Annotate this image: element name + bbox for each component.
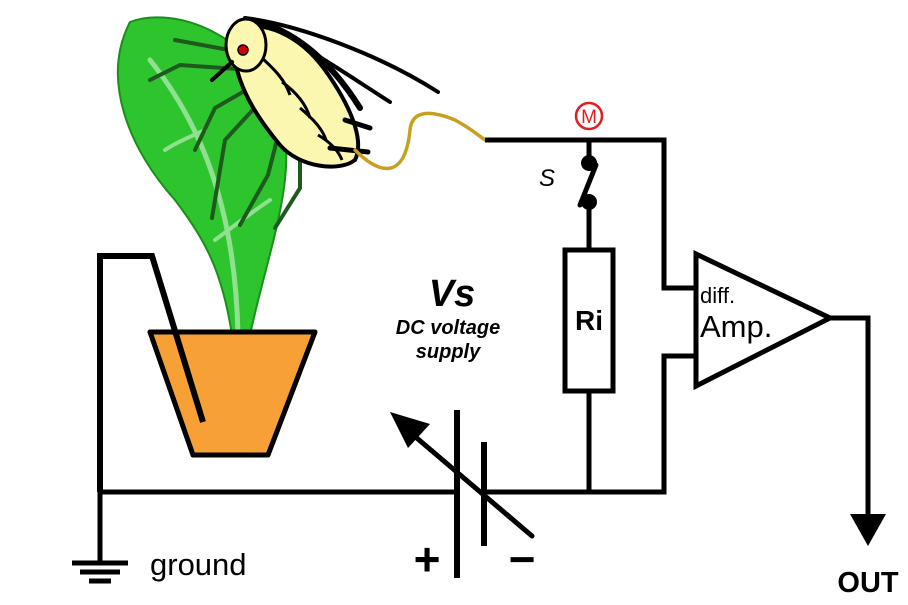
minus-sign: − bbox=[509, 533, 536, 585]
resistor-label: Ri bbox=[575, 305, 603, 336]
variable-arrow-icon bbox=[390, 412, 430, 448]
plus-sign: + bbox=[414, 533, 441, 585]
vs-desc-line1: DC voltage bbox=[396, 317, 500, 339]
switch-label: S bbox=[539, 165, 555, 192]
ground-electrode-wire bbox=[97, 253, 206, 492]
circuit-wires bbox=[97, 137, 871, 562]
dc-voltage-supply: Vs DC voltage supply + − bbox=[390, 273, 535, 585]
vs-desc-line2: supply bbox=[416, 341, 481, 363]
ground-label: ground bbox=[150, 547, 247, 582]
plant-leaf bbox=[116, 16, 288, 338]
amp-label-line1: diff. bbox=[700, 283, 735, 308]
flower-pot bbox=[147, 329, 318, 458]
vs-symbol: Vs bbox=[429, 273, 475, 315]
aphid-insect bbox=[148, 16, 440, 230]
electrode-marker: M bbox=[574, 101, 604, 131]
diff-amplifier: diff. Amp. bbox=[693, 250, 836, 391]
electrode-label: M bbox=[581, 107, 597, 128]
output-arrow: OUT bbox=[837, 514, 899, 599]
amp-label-line2: Amp. bbox=[700, 309, 772, 344]
ground-symbol-icon bbox=[72, 560, 128, 584]
insect-electrode-wire bbox=[353, 111, 487, 171]
insect-eye bbox=[237, 44, 249, 56]
switch-s: S bbox=[539, 155, 599, 210]
output-label: OUT bbox=[837, 567, 899, 599]
resistor-ri: Ri bbox=[562, 247, 616, 394]
